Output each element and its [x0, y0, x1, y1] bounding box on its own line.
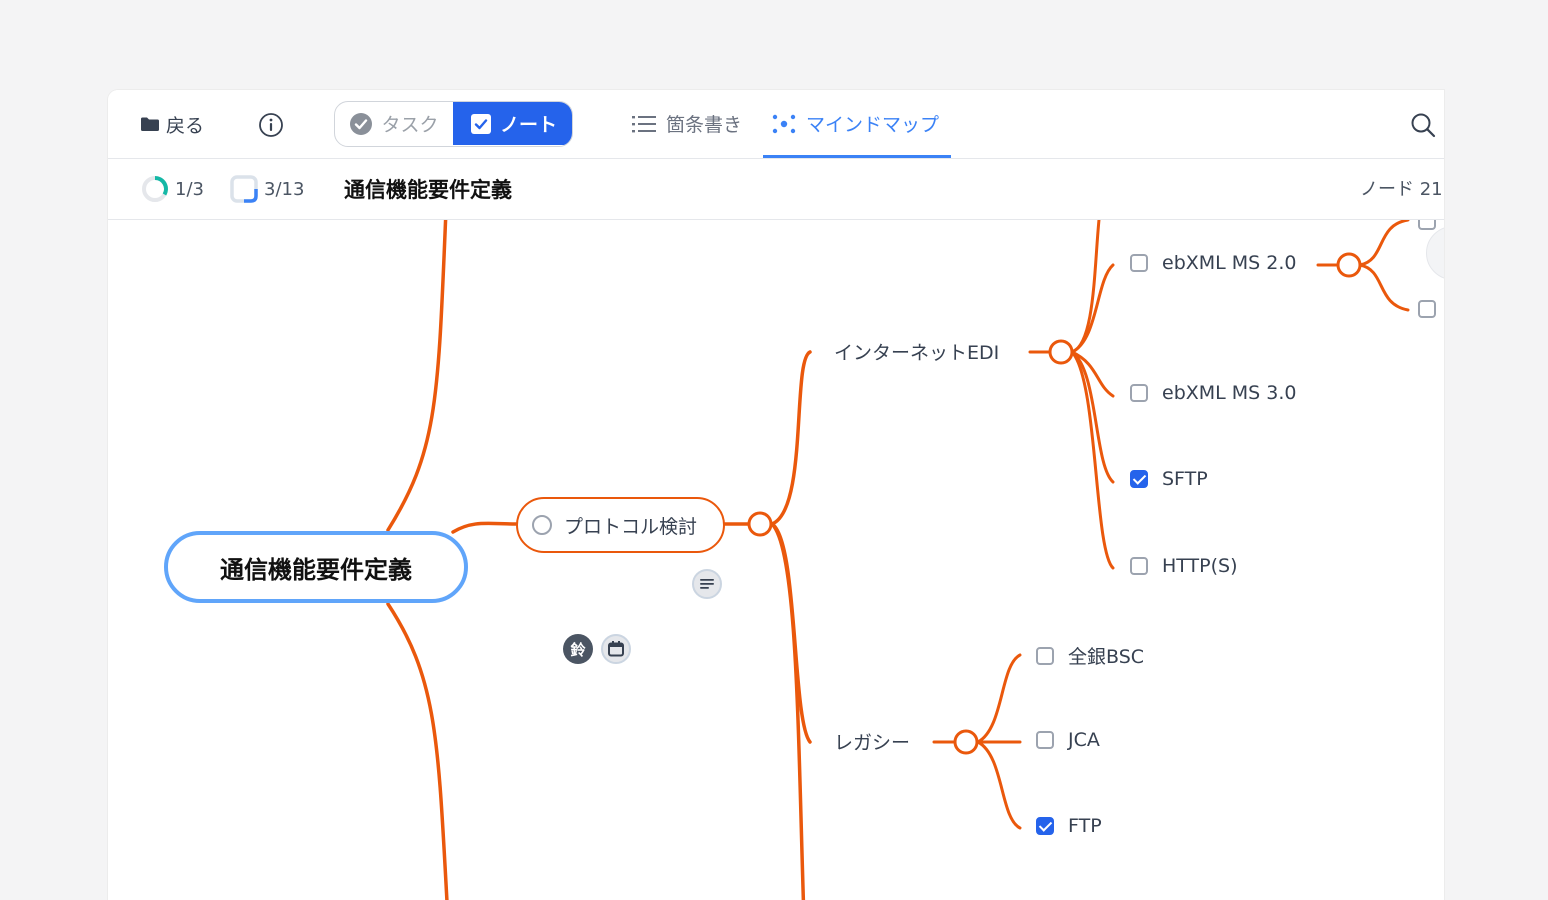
edge-internet-https [1070, 350, 1115, 570]
task-item-ebxml-ms30[interactable]: ebXML MS 3.0 [1130, 382, 1297, 404]
mindmap-edges [386, 220, 1410, 900]
tab-mindmap-label: マインドマップ [806, 114, 940, 136]
note-mode-label: ノート [499, 114, 557, 136]
task-checkbox[interactable] [1036, 646, 1054, 665]
checkbox-progress-value: 3/13 [264, 178, 305, 200]
task-checkbox[interactable] [1130, 557, 1148, 575]
task-progress-value: 1/3 [175, 178, 204, 200]
task-item-ebxml-ms20[interactable]: ebXML MS 2.0 [1130, 252, 1297, 274]
task-checkbox[interactable] [1036, 731, 1054, 749]
task-item-label: ebXML MS 3.0 [1162, 382, 1297, 404]
checked-note-icon [470, 113, 491, 134]
mindmap-icon [772, 114, 796, 133]
edge-internet-ms20 [1070, 263, 1115, 354]
edge-junction-legacy [770, 522, 812, 744]
checkbox-progress-icon [230, 175, 258, 203]
back-label: 戻る [166, 114, 205, 137]
toolbar: 戻る タスク ノート 箇条書き マインドマップ [108, 90, 1444, 159]
edge-internet-up [1070, 220, 1101, 354]
task-item-label: FTP [1068, 815, 1102, 837]
node-count: ノード 21 [1360, 179, 1443, 200]
task-item-https[interactable]: HTTP(S) [1130, 555, 1238, 577]
task-item-label: HTTP(S) [1162, 555, 1238, 577]
edge-legacy-zengin [976, 653, 1022, 744]
junction-internet[interactable] [1048, 339, 1074, 365]
task-item-label: SFTP [1162, 468, 1208, 490]
task-item-ftp[interactable]: FTP [1036, 815, 1102, 837]
edge-internet-sftp [1070, 350, 1115, 484]
task-mode-label: タスク [381, 114, 439, 136]
task-item-label: ebXML MS 2.0 [1162, 252, 1297, 274]
app-window: 戻る タスク ノート 箇条書き マインドマップ [108, 90, 1444, 900]
back-button[interactable]: 戻る [140, 111, 204, 137]
note-mode-button[interactable]: ノート [453, 102, 572, 145]
search-icon [1411, 113, 1436, 138]
edge-junction-down [770, 522, 806, 900]
folder-icon [141, 117, 159, 131]
task-item-zengin-bsc[interactable]: 全銀BSC [1036, 642, 1144, 669]
task-item-jca[interactable]: JCA [1036, 729, 1100, 751]
page-title: 通信機能要件定義 [344, 178, 512, 202]
task-progress: 1/3 [141, 175, 204, 203]
task-checkbox-offscreen-lower[interactable] [1418, 300, 1436, 318]
status-bar: 1/3 3/13 通信機能要件定義 ノード 21 [108, 159, 1444, 220]
note-badge[interactable] [692, 569, 722, 599]
root-node[interactable]: 通信機能要件定義 [164, 531, 468, 603]
task-checkbox-offscreen-upper[interactable] [1418, 220, 1436, 230]
progress-ring-icon [142, 176, 168, 202]
task-mode-button[interactable]: タスク [335, 102, 453, 145]
calendar-icon [608, 641, 624, 657]
list-icon [632, 115, 656, 132]
checkbox-progress: 3/13 [230, 175, 304, 203]
root-node-label: 通信機能要件定義 [220, 555, 412, 584]
search-button[interactable] [1408, 110, 1438, 140]
edge-legacy-ftp [976, 740, 1022, 830]
info-button[interactable] [258, 112, 284, 138]
legacy-node[interactable]: レガシー [834, 732, 911, 754]
edge-ms20-down [1358, 263, 1410, 312]
junction-protocol[interactable] [747, 511, 773, 537]
task-item-label: 全銀BSC [1068, 646, 1145, 668]
task-checkbox[interactable] [1130, 384, 1148, 402]
note-lines-icon [700, 579, 714, 589]
task-checkbox-checked[interactable] [1036, 817, 1054, 835]
edge-root-protocol [451, 521, 518, 534]
task-radio[interactable] [532, 515, 552, 535]
check-circle-icon [350, 112, 373, 135]
mindmap-canvas[interactable]: 通信機能要件定義 プロトコル検討 鈴 インターネットEDI レガシー ebXML… [108, 220, 1444, 900]
edge-root-upper [386, 220, 448, 532]
tab-bullet-label: 箇条書き [666, 114, 743, 136]
tab-bullet-list[interactable]: 箇条書き [632, 110, 742, 137]
protocol-node[interactable]: プロトコル検討 [516, 497, 725, 553]
assignee-avatar[interactable]: 鈴 [563, 634, 593, 664]
edge-root-lower [386, 602, 449, 900]
edge-ms20-up [1358, 220, 1410, 267]
task-item-label: JCA [1068, 729, 1100, 751]
task-checkbox[interactable] [1130, 254, 1148, 272]
junction-ms20[interactable] [1336, 252, 1362, 278]
edge-junction-internet [770, 350, 812, 526]
active-tab-indicator [763, 155, 951, 158]
edge-internet-ms30 [1070, 350, 1115, 398]
mode-toggle: タスク ノート [334, 101, 573, 147]
junction-legacy[interactable] [953, 729, 979, 755]
protocol-node-label: プロトコル検討 [564, 515, 698, 538]
tab-mindmap[interactable]: マインドマップ [772, 110, 939, 137]
task-checkbox-checked[interactable] [1130, 470, 1148, 488]
task-item-sftp[interactable]: SFTP [1130, 468, 1208, 490]
calendar-badge[interactable] [601, 634, 631, 664]
info-icon [259, 113, 283, 137]
internet-edi-node[interactable]: インターネットEDI [834, 342, 1000, 364]
